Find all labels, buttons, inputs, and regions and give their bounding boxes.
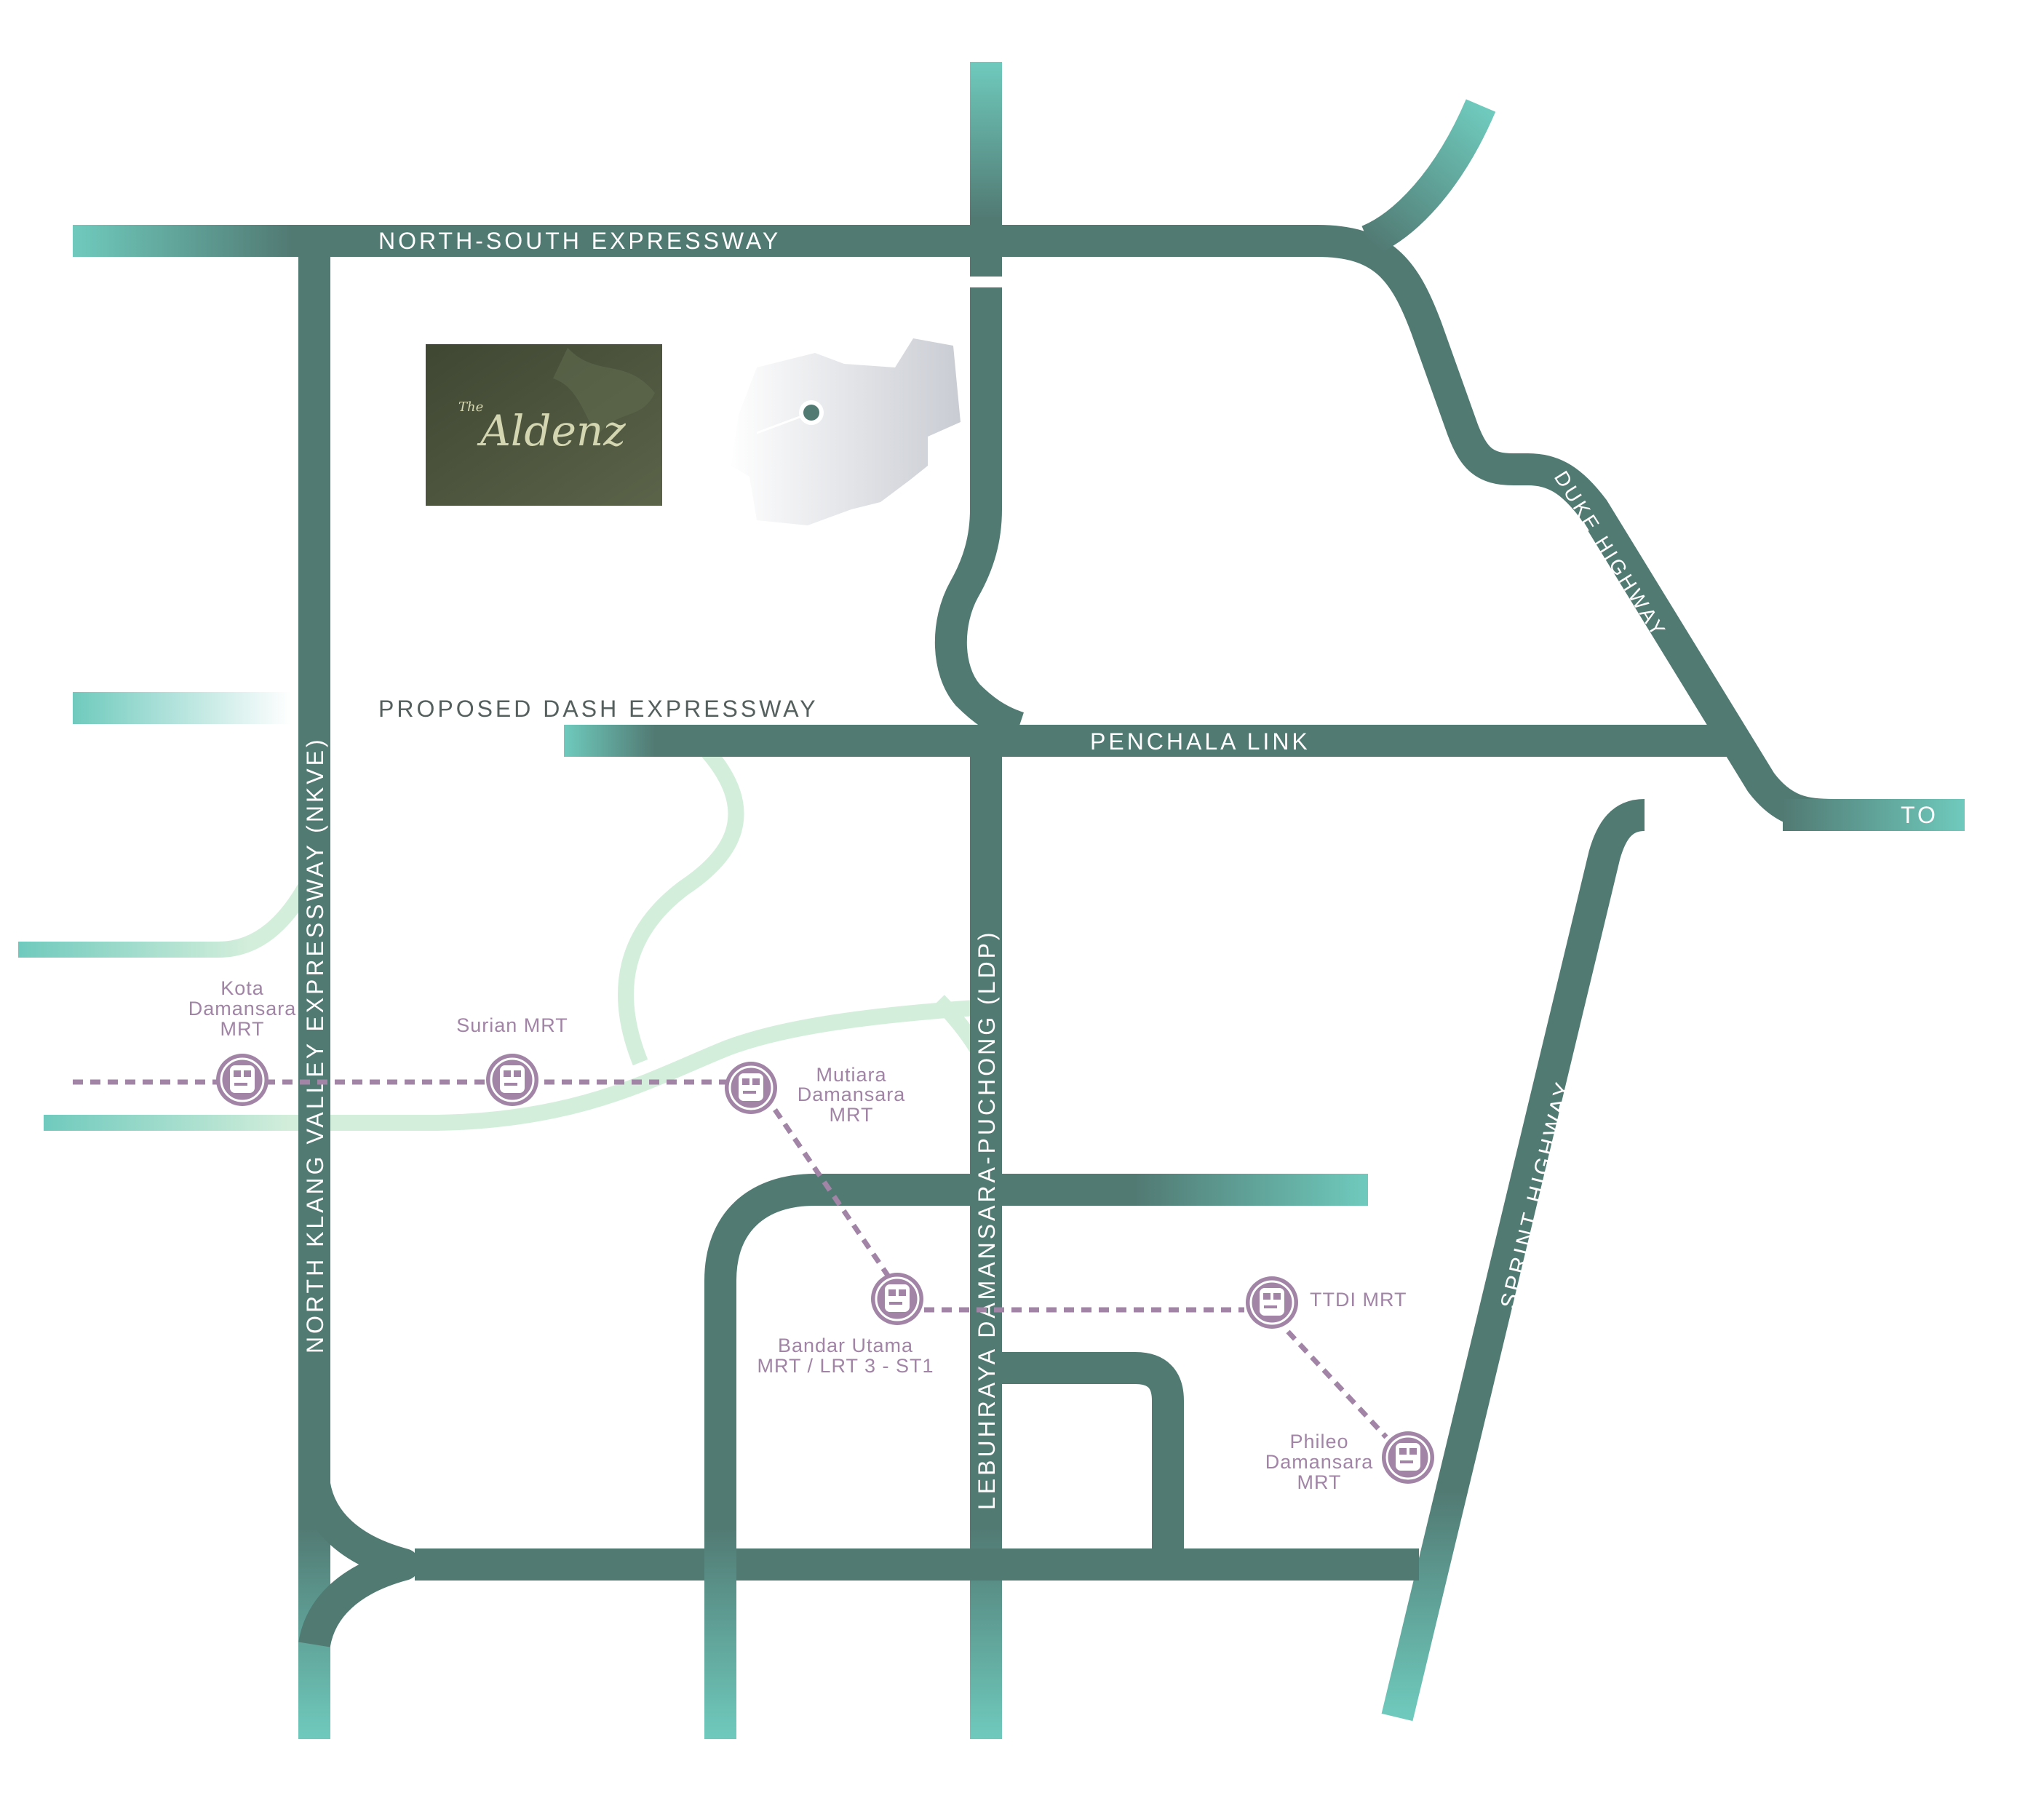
- site-shape: [731, 338, 961, 525]
- station-ttdi: TTDI MRT: [1246, 1276, 1407, 1329]
- road-label-ldp: LEBUHRAYA DAMANSARA-PUCHONG (LDP): [974, 929, 1000, 1510]
- station-label-kota-1: Kota: [220, 977, 264, 999]
- overpass-gap: [968, 277, 1004, 286]
- station-mutiara-damansara: Mutiara Damansara MRT: [725, 1062, 906, 1126]
- station-label-bandar-2: MRT / LRT 3 - ST1: [757, 1355, 934, 1377]
- road-north-south: [73, 225, 1965, 831]
- road-ldp-loop: [986, 1352, 1184, 1564]
- road-label-penchala: PENCHALA LINK: [1090, 728, 1311, 755]
- station-phileo-damansara: Phileo Damansara MRT: [1265, 1431, 1434, 1493]
- station-label-ttdi: TTDI MRT: [1310, 1289, 1407, 1311]
- road-label-north-south: NORTH-SOUTH EXPRESSWAY: [378, 228, 781, 254]
- aldenz-logo: The Aldenz: [426, 344, 662, 506]
- road-middle: [704, 1174, 1368, 1739]
- mrt-lines: [73, 1079, 1388, 1439]
- logo-small-text: The: [458, 399, 483, 415]
- station-label-mutiara-2: Damansara: [798, 1084, 906, 1105]
- road-label-nkve: NORTH KLANG VALLEY EXPRESSWAY (NKVE): [302, 736, 328, 1353]
- road-sprint: [1381, 799, 1646, 1722]
- road-label-to: TO: [1901, 802, 1938, 828]
- main-roads: [73, 62, 1965, 1739]
- station-label-surian: Surian MRT: [456, 1014, 568, 1036]
- road-north-east-spur: [1361, 99, 1496, 256]
- station-label-kota-2: Damansara: [188, 998, 297, 1019]
- station-label-mutiara-1: Mutiara: [816, 1064, 886, 1086]
- station-label-phileo-3: MRT: [1297, 1471, 1342, 1493]
- road-label-dash: PROPOSED DASH EXPRESSWAY: [378, 696, 819, 722]
- logo-brand-text: Aldenz: [477, 406, 626, 456]
- road-ldp-north: [934, 287, 1025, 743]
- proposed-road-loop: [618, 744, 744, 1066]
- development-site: [731, 338, 961, 525]
- station-label-mutiara-3: MRT: [830, 1104, 874, 1126]
- station-label-phileo-1: Phileo: [1289, 1431, 1348, 1452]
- road-nkve-link: [298, 1481, 420, 1648]
- station-label-bandar-1: Bandar Utama: [778, 1335, 913, 1356]
- station-kota-damansara: Kota Damansara MRT: [188, 977, 297, 1106]
- road-label-duke: DUKE HIGHWAY: [1550, 467, 1671, 643]
- location-pin-dot: [803, 405, 819, 421]
- leaf-decoration-icon: [553, 348, 655, 437]
- proposed-road-west: [18, 870, 320, 958]
- station-bandar-utama: Bandar Utama MRT / LRT 3 - ST1: [757, 1273, 934, 1377]
- station-label-kota-3: MRT: [220, 1018, 265, 1040]
- station-label-phileo-2: Damansara: [1265, 1451, 1374, 1473]
- proposed-road-south: [44, 1000, 976, 1131]
- station-surian: Surian MRT: [456, 1014, 568, 1106]
- mrt-line-southeast: [1286, 1329, 1388, 1439]
